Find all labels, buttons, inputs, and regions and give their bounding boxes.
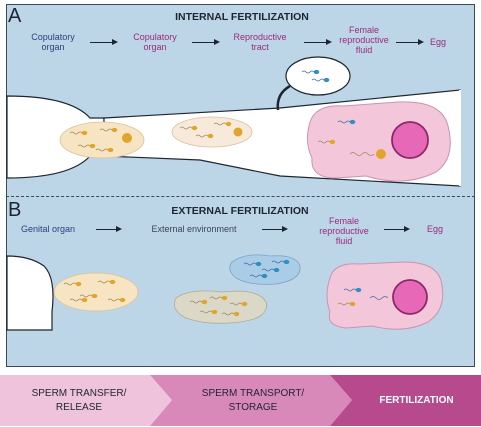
stage-band-transport (150, 375, 352, 426)
sperm-packet-transport (171, 116, 253, 148)
flow-a-step-4: Female reproductive fluid (339, 25, 389, 55)
sperm-fertilization-internal (317, 119, 386, 159)
gamete-release-cloud (53, 272, 139, 312)
flow-b-step-4: Egg (426, 224, 444, 234)
flow-b-step-2: External environment (151, 224, 237, 234)
flow-arrow-icon (192, 38, 220, 45)
flow-a-step-2: Copulatory organ (133, 32, 177, 52)
flow-arrow-icon (384, 225, 410, 232)
stage-label-fertilization: FERTILIZATION (352, 375, 481, 426)
stage-label-transfer: SPERM TRANSFER/ RELEASE (0, 375, 158, 426)
flow-a-step-5: Egg (429, 37, 447, 47)
egg-internal (391, 121, 429, 159)
panel-b-title: EXTERNAL FERTILIZATION (171, 205, 309, 217)
stage-band-fertilization (330, 375, 481, 426)
flow-arrow-icon (396, 38, 424, 45)
sperm-storage-organ (276, 56, 351, 111)
flow-a-step-1: Copulatory organ (31, 32, 75, 52)
stage-fertilization-text: FERTILIZATION (379, 394, 454, 406)
panel-a-title: INTERNAL FERTILIZATION (175, 11, 309, 23)
stage-transport-text: SPERM TRANSPORT/ STORAGE (201, 387, 305, 413)
flow-arrow-icon (96, 225, 122, 232)
genital-organ (6, 255, 54, 331)
sperm-fertilization-external (337, 287, 389, 307)
flow-b-step-1: Genital organ (20, 224, 76, 234)
sperm-packet-transfer (59, 121, 145, 159)
stage-band-transfer (0, 375, 172, 426)
stage-transfer-text: SPERM TRANSFER/ RELEASE (31, 387, 127, 413)
flow-arrow-icon (90, 38, 118, 45)
sperm-cloud-blue (229, 254, 301, 285)
panel-a-letter: A (8, 5, 22, 27)
flow-b-step-3: Female reproductive fluid (319, 216, 369, 246)
egg-external (392, 279, 428, 315)
sperm-cloud-environment (173, 290, 267, 324)
flow-a-step-3: Reproductive tract (233, 32, 287, 52)
panel-divider (6, 196, 475, 197)
flow-arrow-icon (304, 38, 332, 45)
stage-label-transport: SPERM TRANSPORT/ STORAGE (168, 375, 338, 426)
flow-arrow-icon (262, 225, 288, 232)
panel-b-letter: B (8, 199, 22, 221)
